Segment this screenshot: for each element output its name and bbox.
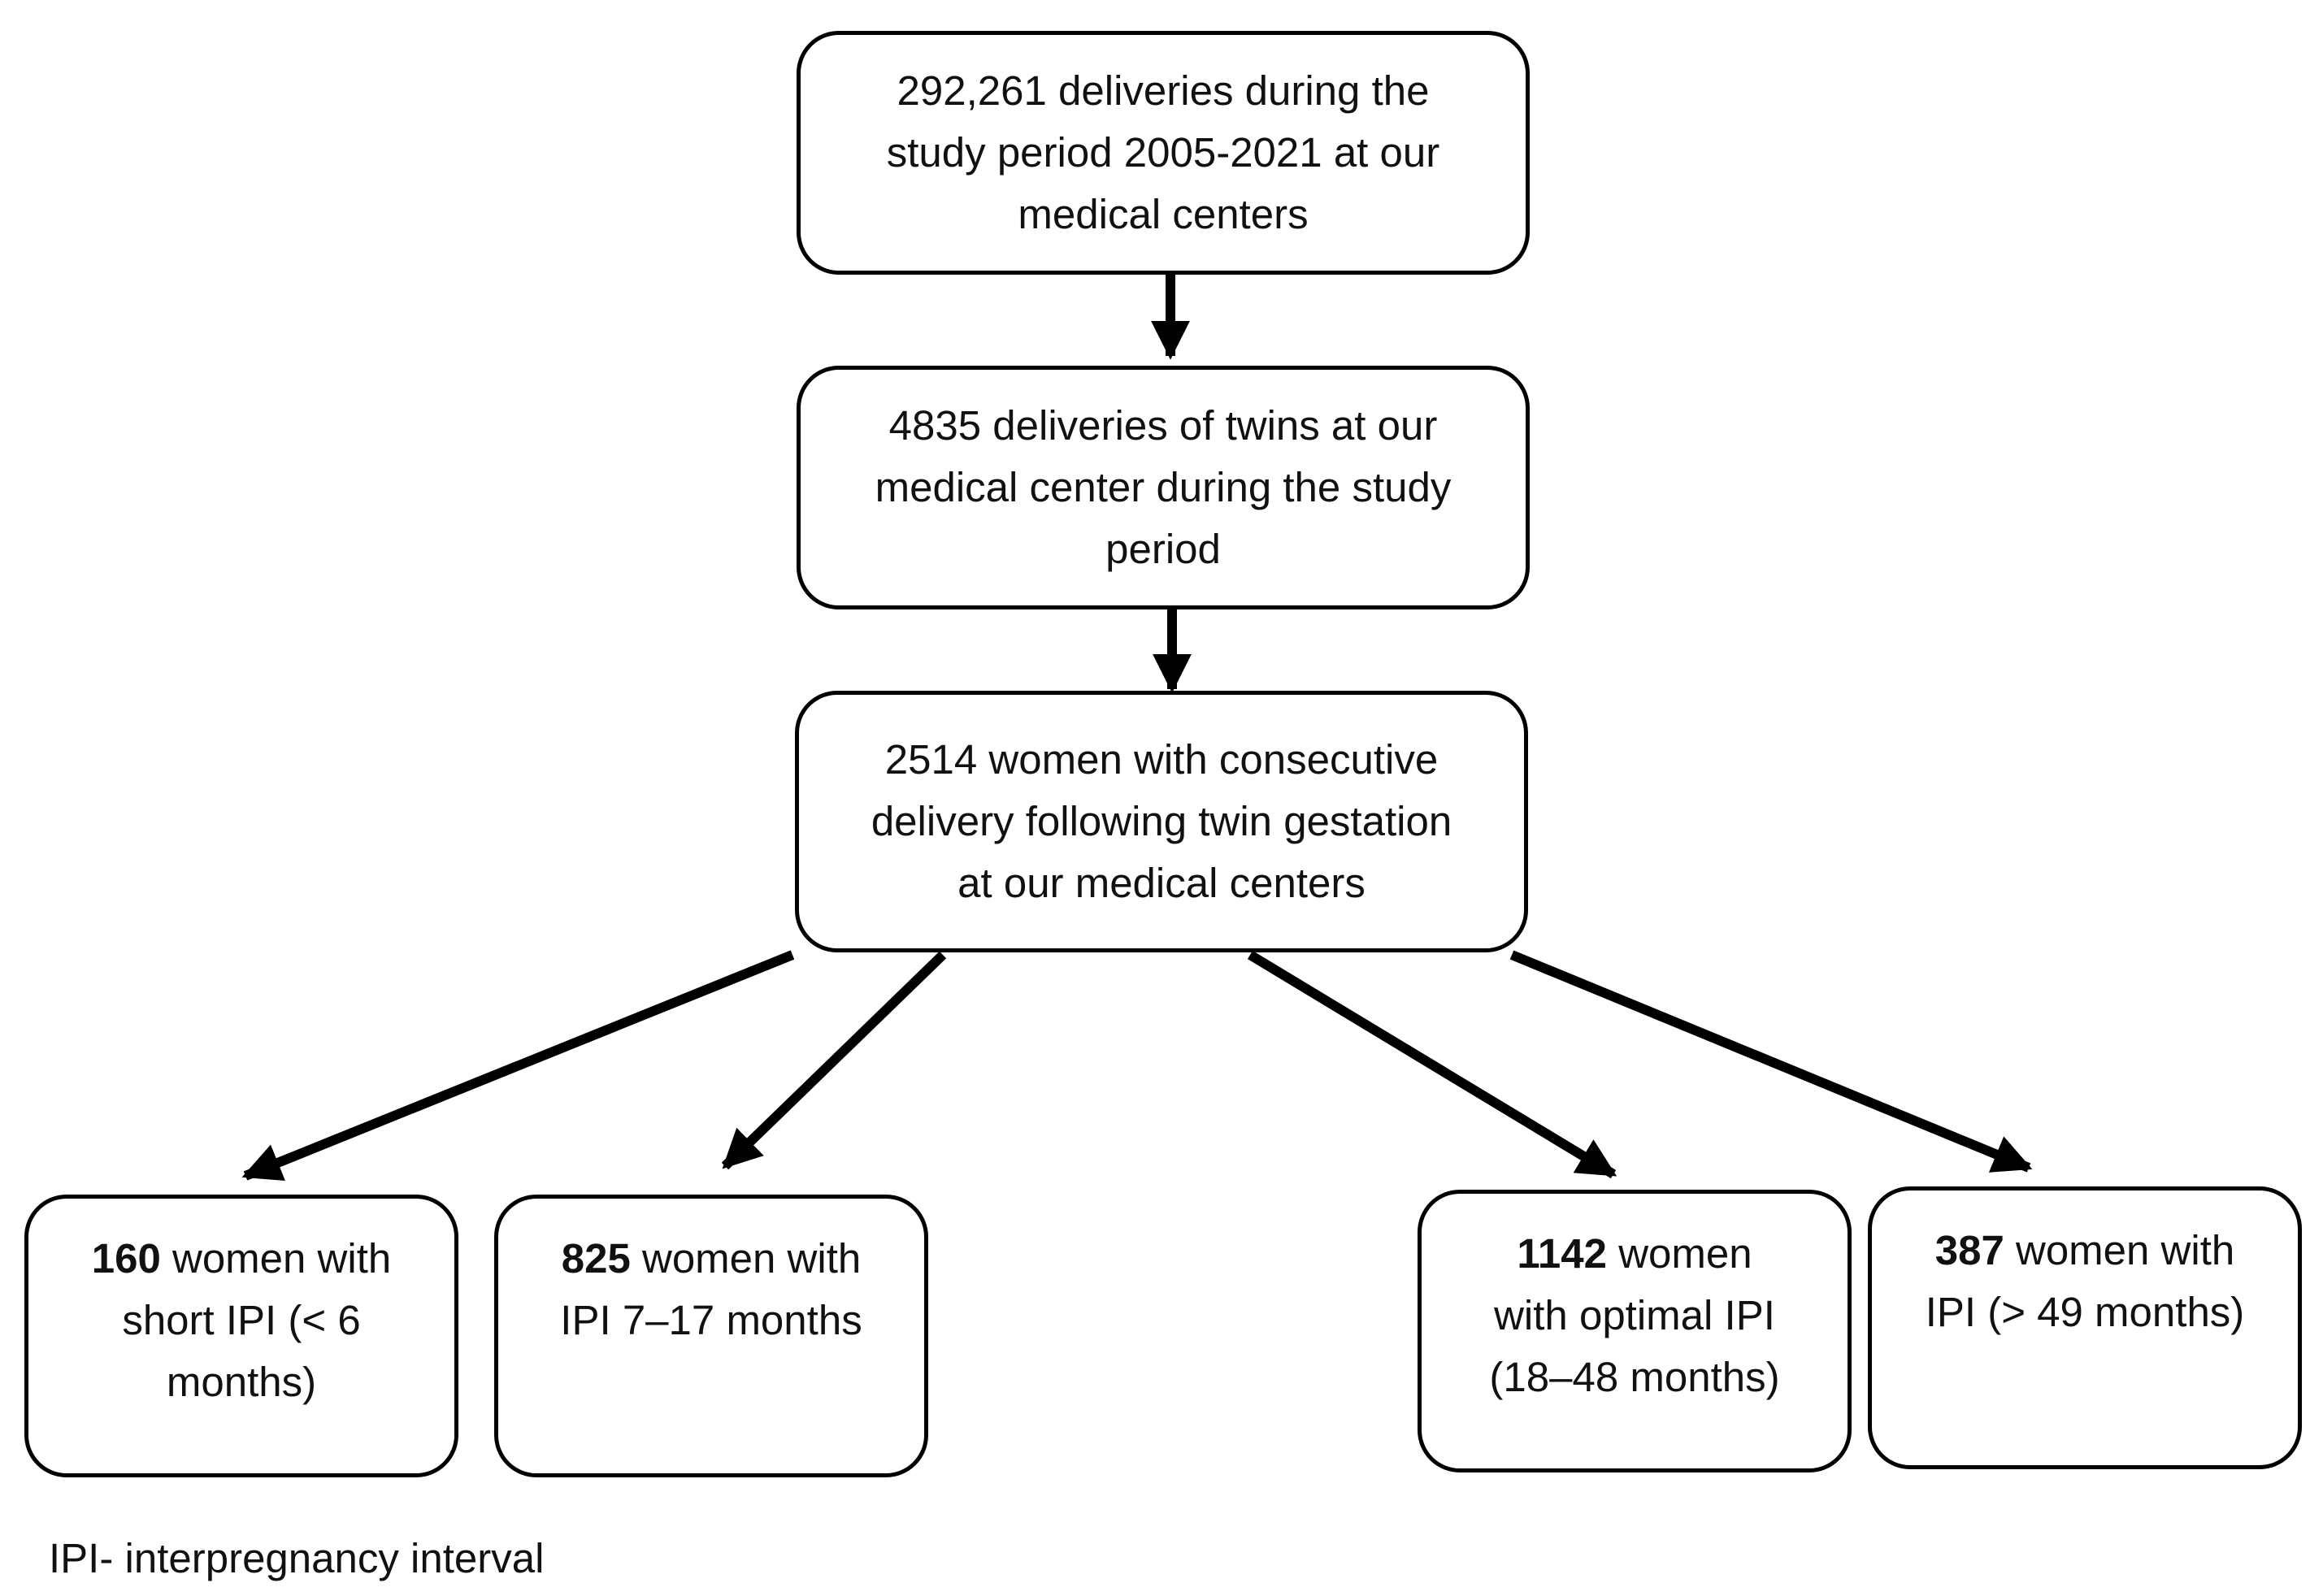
total-deliveries-line: 292,261 deliveries during the [897, 67, 1430, 114]
group-count: 1142 [1517, 1230, 1608, 1277]
group-optimal-ipi-box: 1142 women with optimal IPI (18–48 month… [1418, 1190, 1852, 1472]
group-count: 387 [1934, 1227, 2004, 1273]
group-line: short IPI (< 6 [122, 1297, 361, 1343]
arrow-to-group-1142 [1247, 950, 1617, 1179]
group-header-line: 1142 women [1517, 1223, 1752, 1285]
twin-deliveries-box: 4835 deliveries of twins at our medical … [797, 366, 1530, 609]
group-header-rest: women [1607, 1230, 1752, 1277]
group-line: IPI 7–17 months [560, 1297, 862, 1343]
group-long-ipi-box: 387 women with IPI (> 49 months) [1868, 1186, 2302, 1469]
arrow-to-group-387 [1509, 950, 2033, 1173]
group-line: with optimal IPI [1494, 1292, 1775, 1338]
twin-deliveries-line: 4835 deliveries of twins at our [888, 402, 1438, 449]
consecutive-deliveries-box: 2514 women with consecutive delivery fol… [795, 691, 1528, 952]
group-line: (18–48 months) [1489, 1354, 1780, 1400]
total-deliveries-line: medical centers [1018, 191, 1309, 237]
group-header-line: 825 women with [562, 1228, 862, 1290]
group-ipi-7-17-box: 825 women with IPI 7–17 months [494, 1195, 928, 1477]
twin-deliveries-line: medical center during the study [875, 464, 1452, 510]
total-deliveries-box: 292,261 deliveries during the study peri… [797, 31, 1530, 275]
group-line: months) [166, 1359, 317, 1405]
group-header-rest: women with [630, 1235, 862, 1282]
consecutive-deliveries-line: 2514 women with consecutive [884, 736, 1439, 783]
twin-deliveries-line: period [1105, 526, 1221, 572]
group-header-line: 387 women with [1935, 1220, 2235, 1282]
group-short-ipi-box: 160 women with short IPI (< 6 months) [24, 1195, 458, 1477]
group-header-rest: women with [2004, 1227, 2235, 1273]
total-deliveries-line: study period 2005-2021 at our [886, 129, 1440, 176]
consecutive-deliveries-line: at our medical centers [957, 860, 1366, 906]
abbreviation-footnote: IPI- interpregnancy interval [49, 1535, 545, 1581]
group-count: 160 [91, 1235, 161, 1282]
arrow-to-group-160 [241, 950, 795, 1182]
group-count: 825 [561, 1235, 631, 1282]
group-line: IPI (> 49 months) [1925, 1289, 2245, 1335]
group-header-rest: women with [160, 1235, 392, 1282]
arrow-to-group-825 [721, 951, 947, 1170]
group-header-line: 160 women with [92, 1228, 392, 1290]
consecutive-deliveries-line: delivery following twin gestation [871, 798, 1452, 844]
